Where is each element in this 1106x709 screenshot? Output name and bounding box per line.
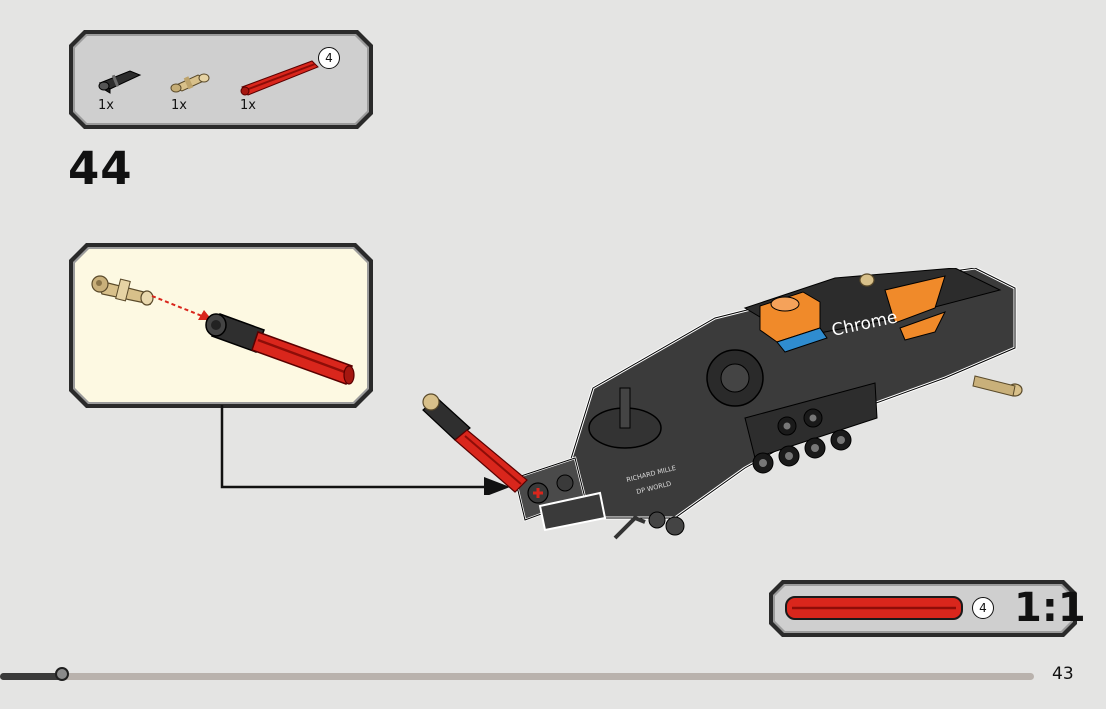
page-number: 43 bbox=[1052, 664, 1074, 684]
callout-pointer-arrow bbox=[218, 405, 518, 499]
parts-list-box: 1x 1x 1x 4 bbox=[68, 29, 374, 130]
axle-length-badge: 4 bbox=[972, 597, 994, 619]
sub-assembly-callout bbox=[68, 242, 374, 409]
quantity-label: 1x bbox=[240, 98, 256, 113]
red-axle-icon bbox=[238, 57, 322, 105]
car-model-illustration: Chrome RICHARD MILLE DP WORLD bbox=[415, 266, 1030, 572]
connector-axle-assembly-icon bbox=[200, 304, 360, 392]
quantity-label: 1x bbox=[98, 98, 114, 113]
black-connector-icon bbox=[96, 65, 146, 99]
scale-reference-box bbox=[768, 579, 1078, 638]
quantity-label: 1x bbox=[171, 98, 187, 113]
step-number: 44 bbox=[68, 142, 133, 195]
tan-pin-icon bbox=[168, 69, 214, 99]
progress-track bbox=[0, 673, 1034, 680]
progress-knob bbox=[55, 667, 70, 681]
scale-ratio-label: 1:1 bbox=[1014, 585, 1086, 631]
tan-pin-icon bbox=[90, 264, 160, 312]
progress-fill bbox=[0, 673, 63, 680]
axle-length-badge: 4 bbox=[318, 47, 340, 69]
